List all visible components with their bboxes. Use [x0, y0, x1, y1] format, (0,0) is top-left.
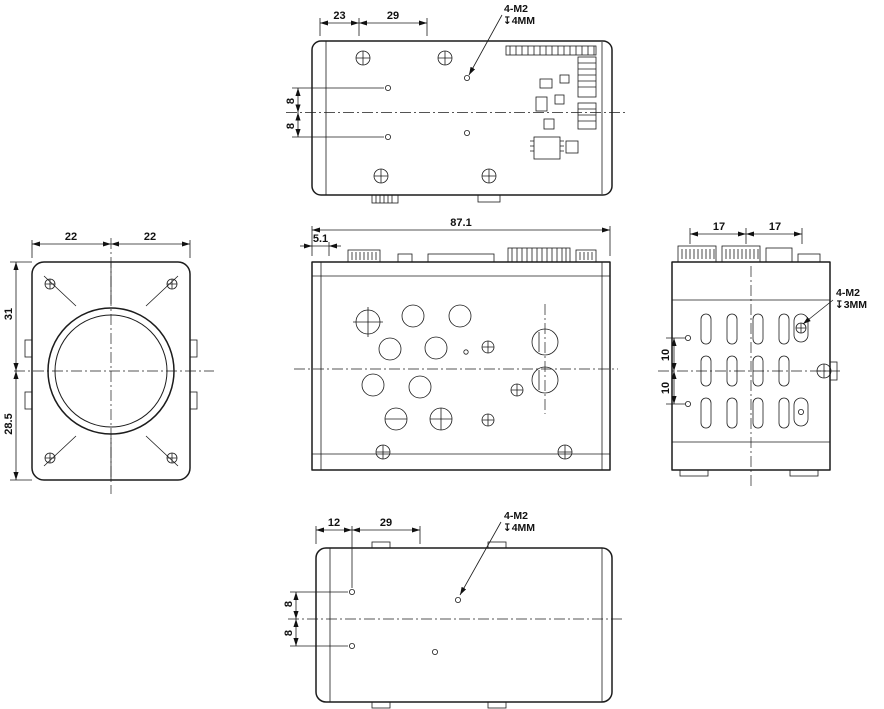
- screw-icon: [510, 383, 524, 397]
- screw-icon: [481, 413, 495, 427]
- top-view: 23 29 8 8 4-M2 ↧4MM: [285, 3, 626, 204]
- front-view-dim-22-right: 22: [144, 231, 156, 243]
- hole-icon: [431, 649, 439, 655]
- screw-icon: [375, 444, 391, 460]
- bottom-view-dimensions: 12 29 8 8 4-M2 ↧4MM: [283, 510, 535, 647]
- screw-icon: [437, 50, 453, 66]
- right-view-centerlines: [658, 266, 842, 488]
- hole-icon: [384, 133, 392, 141]
- hole-icon: [685, 400, 691, 408]
- front-view-dim-22-left: 22: [65, 231, 77, 243]
- hole-icon: [348, 643, 356, 649]
- side-view-seam-lines: [312, 262, 610, 470]
- front-view-dim-28-5: 28.5: [3, 413, 15, 434]
- front-view-dim-31: 31: [3, 308, 15, 320]
- right-view-dim-10-lower: 10: [660, 382, 672, 394]
- right-view-thread-note-line2: ↧3MM: [835, 299, 867, 311]
- side-view-hole-pattern: [353, 304, 573, 460]
- top-view-thread-note-line2: ↧4MM: [503, 15, 535, 27]
- side-view-dim-5-1: 5.1: [313, 233, 328, 245]
- screw-icon: [44, 278, 56, 290]
- right-view-top-connectors: [677, 245, 821, 263]
- bottom-view-mounting-holes: [348, 589, 462, 655]
- top-view-mounting-holes: [384, 75, 471, 141]
- screw-icon: [795, 322, 807, 334]
- screw-icon: [166, 452, 178, 464]
- top-view-dim-8-upper: 8: [285, 98, 297, 104]
- right-view-thread-holes: [685, 313, 809, 427]
- side-view-centerlines: [294, 304, 618, 414]
- side-view-top-connectors: [347, 247, 597, 263]
- top-view-dim-23: 23: [333, 10, 345, 22]
- bottom-view: 12 29 8 8 4-M2 ↧4MM: [283, 510, 624, 709]
- hole-icon: [463, 129, 471, 137]
- screw-icon: [44, 452, 56, 464]
- top-view-body-outline: [311, 40, 613, 196]
- top-view-pcb-components: [505, 45, 597, 160]
- right-view-dim-10-upper: 10: [660, 349, 672, 361]
- screw-icon: [557, 444, 573, 460]
- top-view-dim-29: 29: [387, 10, 399, 22]
- top-view-bottom-connectors: [371, 194, 501, 204]
- side-view: 87.1 5.1: [294, 217, 618, 471]
- screw-icon: [373, 168, 389, 184]
- side-view-dimensions: 87.1 5.1: [300, 217, 611, 256]
- hole-icon: [463, 75, 471, 81]
- top-view-dimensions: 23 29 8 8 4-M2 ↧4MM: [285, 3, 535, 138]
- right-view-dim-17-right: 17: [769, 221, 781, 233]
- bottom-view-dim-8-upper: 8: [283, 601, 295, 607]
- hole-icon: [384, 85, 392, 91]
- side-view-body-outline: [311, 261, 611, 471]
- right-view-thread-note-line1: 4-M2: [836, 287, 860, 299]
- front-view-dimensions: 22 22 31 28.5: [3, 231, 191, 481]
- top-view-thread-note-line1: 4-M2: [504, 3, 528, 15]
- bottom-view-dim-8-lower: 8: [283, 630, 295, 636]
- screw-icon: [166, 278, 178, 290]
- screw-icon: [481, 168, 497, 184]
- screw-icon: [355, 50, 371, 66]
- bottom-view-tabs: [371, 541, 507, 709]
- right-side-view: 17 17 10 10 4-M2 ↧3MM: [658, 221, 867, 488]
- right-view-dimensions: 17 17 10 10 4-M2 ↧3MM: [660, 221, 867, 405]
- right-view-dim-17-left: 17: [713, 221, 725, 233]
- bottom-view-dim-29: 29: [380, 517, 392, 529]
- screw-icon: [481, 340, 495, 354]
- side-view-dim-87-1: 87.1: [450, 217, 471, 229]
- hole-icon: [454, 597, 462, 603]
- right-view-feet: [679, 469, 819, 477]
- front-view-centerlines: [14, 238, 214, 494]
- bottom-view-dim-12: 12: [328, 517, 340, 529]
- bottom-view-thread-note-line2: ↧4MM: [503, 522, 535, 534]
- top-view-screws: [355, 50, 497, 184]
- hole-icon: [348, 589, 356, 595]
- front-view-side-tabs: [24, 339, 198, 410]
- bottom-view-body-outline: [315, 547, 613, 703]
- hole-icon: [685, 334, 691, 342]
- top-view-seam-lines: [325, 41, 603, 195]
- front-view: 22 22 31 28.5: [3, 231, 214, 494]
- hole-icon: [798, 408, 804, 416]
- bottom-view-thread-note-line1: 4-M2: [504, 510, 528, 522]
- top-view-dim-8-lower: 8: [285, 123, 297, 129]
- bottom-view-seam-lines: [329, 548, 603, 702]
